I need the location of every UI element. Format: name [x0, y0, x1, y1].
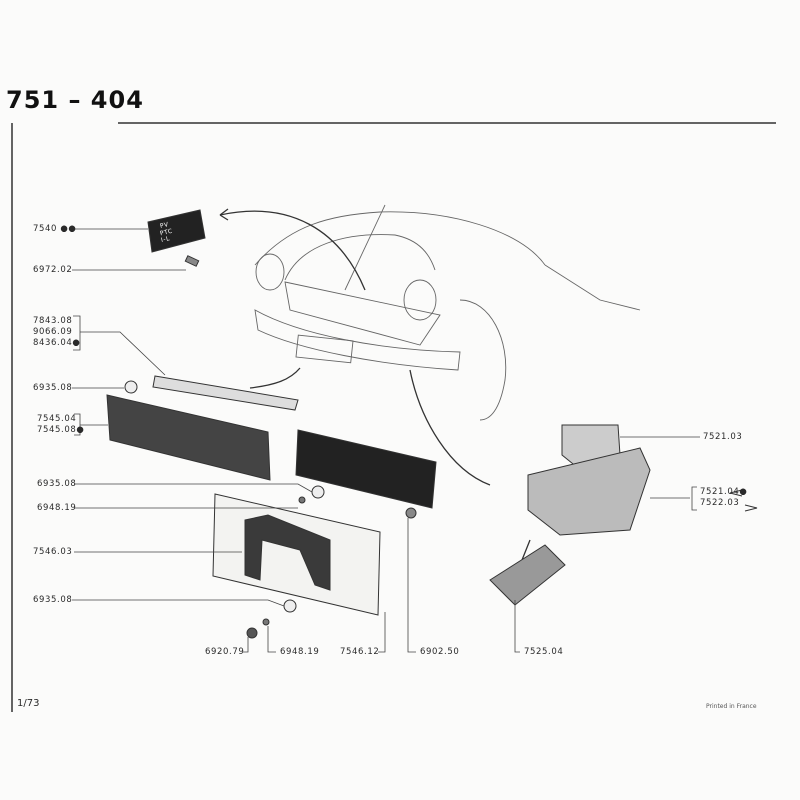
callout-7843-08: 7843.08: [33, 316, 73, 326]
callout-7525-04: 7525.04: [524, 647, 564, 657]
arrows: [219, 208, 758, 561]
bracket-7546-03: [244, 514, 331, 591]
screw-6920: [246, 627, 258, 639]
strip-7843: [152, 375, 299, 411]
callout-6972-02: 6972.02: [33, 265, 73, 275]
callout-9066-09: 9066.09: [33, 327, 73, 337]
plate-7546-12: [212, 493, 381, 616]
page-number: 1/73: [17, 698, 40, 709]
callout-6935-08: 6935.08: [37, 479, 77, 489]
screw-6902: [405, 507, 417, 519]
callout-6948-19: 6948.19: [37, 503, 77, 513]
callout-7546-03: 7546.03: [33, 547, 73, 557]
printed-in-france: Printed in France: [706, 703, 757, 710]
car-front-drawing: [254, 204, 641, 421]
cover-7525: [489, 544, 566, 606]
callout-7522-03: 7522.03: [700, 498, 740, 508]
page-title: 751 – 404: [6, 86, 144, 114]
callout-7545-08: 7545.08●: [37, 425, 85, 435]
callout-7540: 7540 ●●: [33, 224, 77, 234]
callout-7521-03: 7521.03: [703, 432, 743, 442]
callout-7545-04: 7545.04: [37, 414, 77, 424]
leader-lines: [72, 228, 700, 653]
lens-7546-12: [295, 429, 437, 509]
callout-6902-50: 6902.50: [420, 647, 460, 657]
stud-6972: [184, 255, 200, 267]
callout-7546-12: 7546.12: [340, 647, 380, 657]
callout-6935-08: 6935.08: [33, 595, 73, 605]
callout-6948-19: 6948.19: [280, 647, 320, 657]
callout-6920-79: 6920.79: [205, 647, 245, 657]
mount-7521-04: [527, 447, 651, 536]
glass-7545: [106, 394, 271, 481]
callout-8436-04: 8436.04●: [33, 338, 81, 348]
callout-7521-04: 7521.04●: [700, 487, 748, 497]
washer-6948: [262, 496, 306, 626]
plate-7540: [147, 209, 206, 253]
callout-6935-08: 6935.08: [33, 383, 73, 393]
